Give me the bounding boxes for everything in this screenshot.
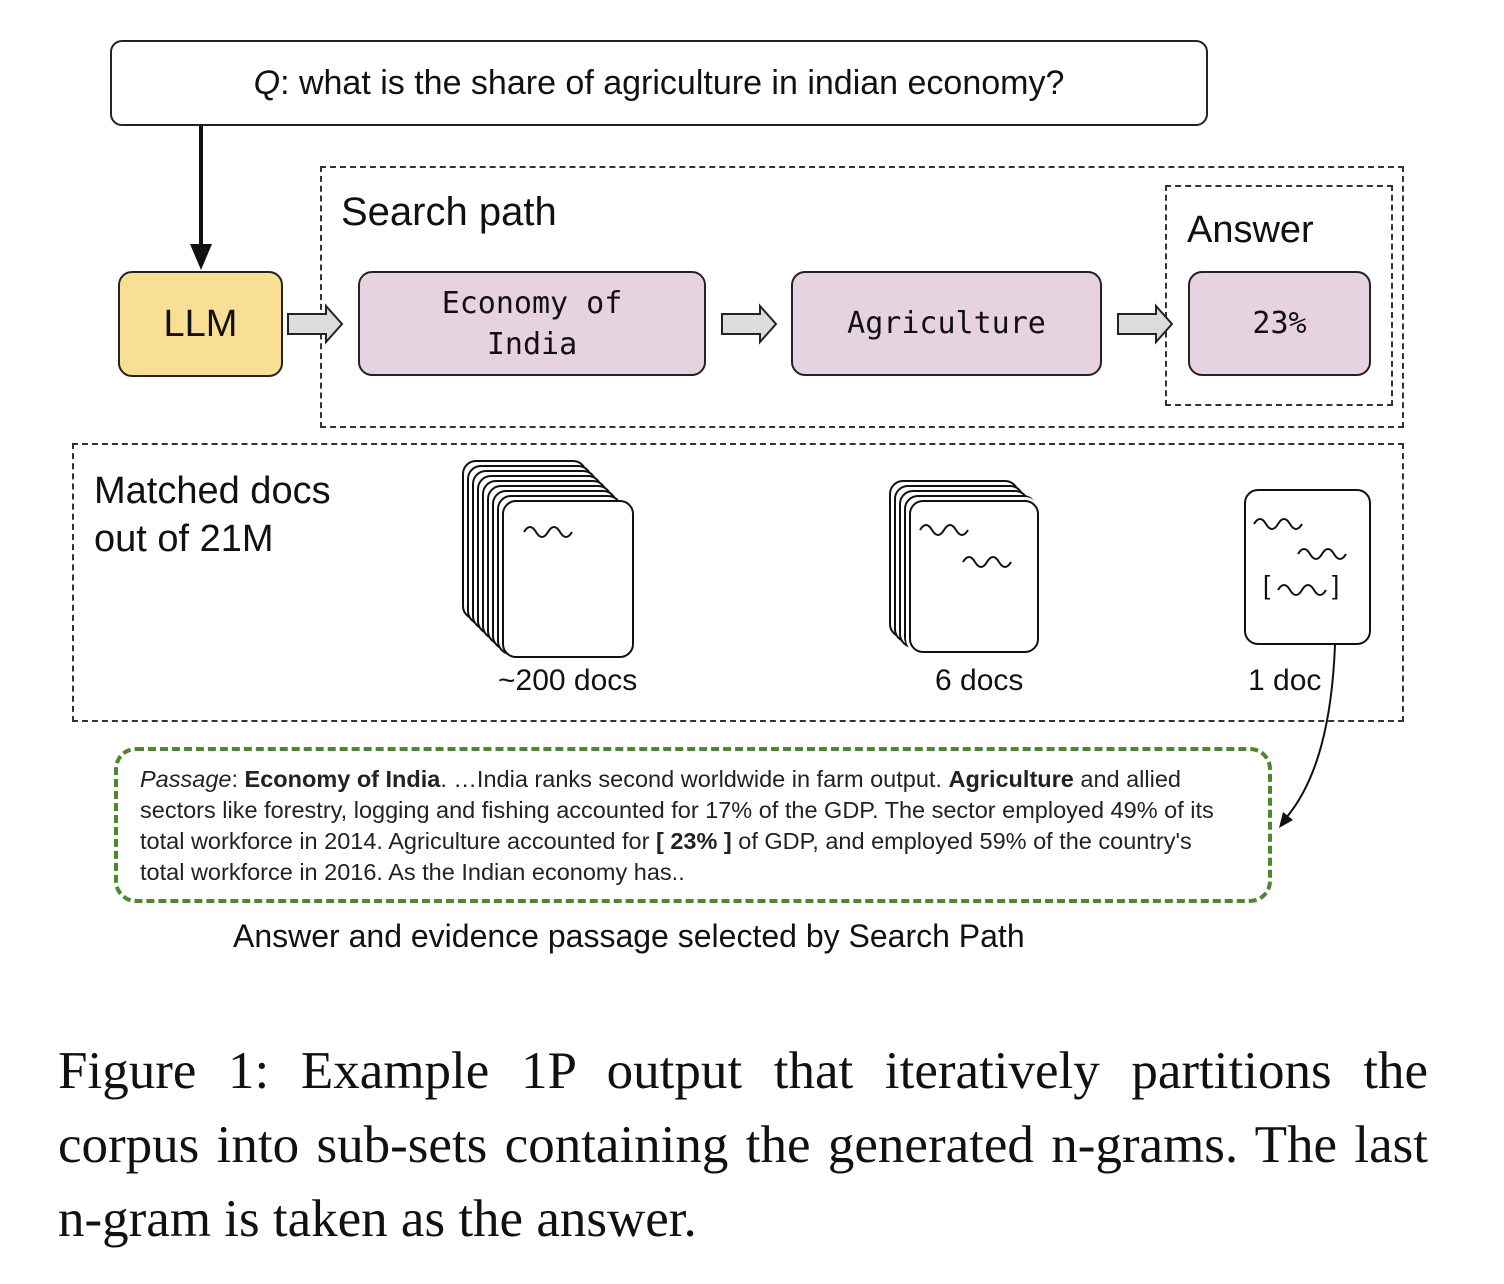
- squiggle-icon: [962, 556, 1012, 568]
- squiggle-icon: [1277, 584, 1327, 596]
- block-arrow-llm-to-step1: [287, 303, 344, 345]
- passage-answer: [ 23% ]: [655, 828, 732, 854]
- passage-text: Passage: Economy of India. …India ranks …: [140, 764, 1240, 888]
- answer-title: Answer: [1187, 209, 1314, 251]
- passage-segment: of GDP, and employed 59% of the country'…: [140, 828, 1192, 885]
- passage-colon: :: [231, 766, 245, 792]
- search-path-container: [320, 166, 1404, 428]
- matched-docs-title-line1: Matched docs: [94, 470, 331, 512]
- passage-label: Passage: [140, 766, 232, 792]
- answer-value: 23%: [1252, 306, 1307, 341]
- answer-box: 23%: [1188, 271, 1371, 376]
- search-step-agriculture: Agriculture: [791, 271, 1102, 376]
- llm-label: LLM: [163, 302, 238, 345]
- matched-docs-container: [72, 443, 1404, 722]
- squiggle-icon: [1297, 548, 1347, 560]
- doc-count-label: 6 docs: [935, 664, 1024, 697]
- doc-page: [909, 500, 1039, 653]
- passage-title: Economy of India: [244, 766, 441, 792]
- answer-container: [1165, 185, 1393, 406]
- search-step-economy-of-india: Economy of India: [358, 271, 706, 376]
- squiggle-icon: [919, 524, 969, 536]
- answer-marker-left: [: [1263, 570, 1271, 600]
- block-arrow-step1-to-step2: [721, 303, 778, 345]
- search-step-label: Agriculture: [847, 306, 1046, 341]
- block-arrow-step2-to-answer: [1117, 303, 1174, 345]
- llm-box: LLM: [118, 271, 283, 377]
- answer-marker-right: ]: [1332, 570, 1340, 600]
- figure-caption: Figure 1: Example 1P output that iterati…: [58, 1042, 1428, 1248]
- squiggle-icon: [1253, 518, 1303, 530]
- search-step-label: Economy of India: [441, 285, 623, 362]
- doc-page: [502, 500, 634, 658]
- passage-caption: Answer and evidence passage selected by …: [233, 918, 1025, 954]
- passage-segment: . …India ranks second worldwide in farm …: [440, 766, 949, 792]
- question-box: Q: what is the share of agriculture in i…: [110, 40, 1208, 126]
- passage-segment: and allied sectors like forestry, loggin…: [140, 766, 1214, 854]
- question-text: : what is the share of agriculture in in…: [280, 63, 1065, 102]
- search-path-title: Search path: [341, 190, 557, 234]
- doc-page: [1244, 489, 1371, 645]
- question-prefix: Q: [253, 63, 281, 102]
- squiggle-icon: [523, 526, 573, 538]
- doc-count-label: ~200 docs: [498, 664, 638, 697]
- doc-count-label: 1 doc: [1248, 664, 1322, 697]
- matched-docs-title-line2: out of 21M: [94, 518, 274, 560]
- passage-bold-term: Agriculture: [948, 766, 1074, 792]
- passage-box: [114, 747, 1272, 903]
